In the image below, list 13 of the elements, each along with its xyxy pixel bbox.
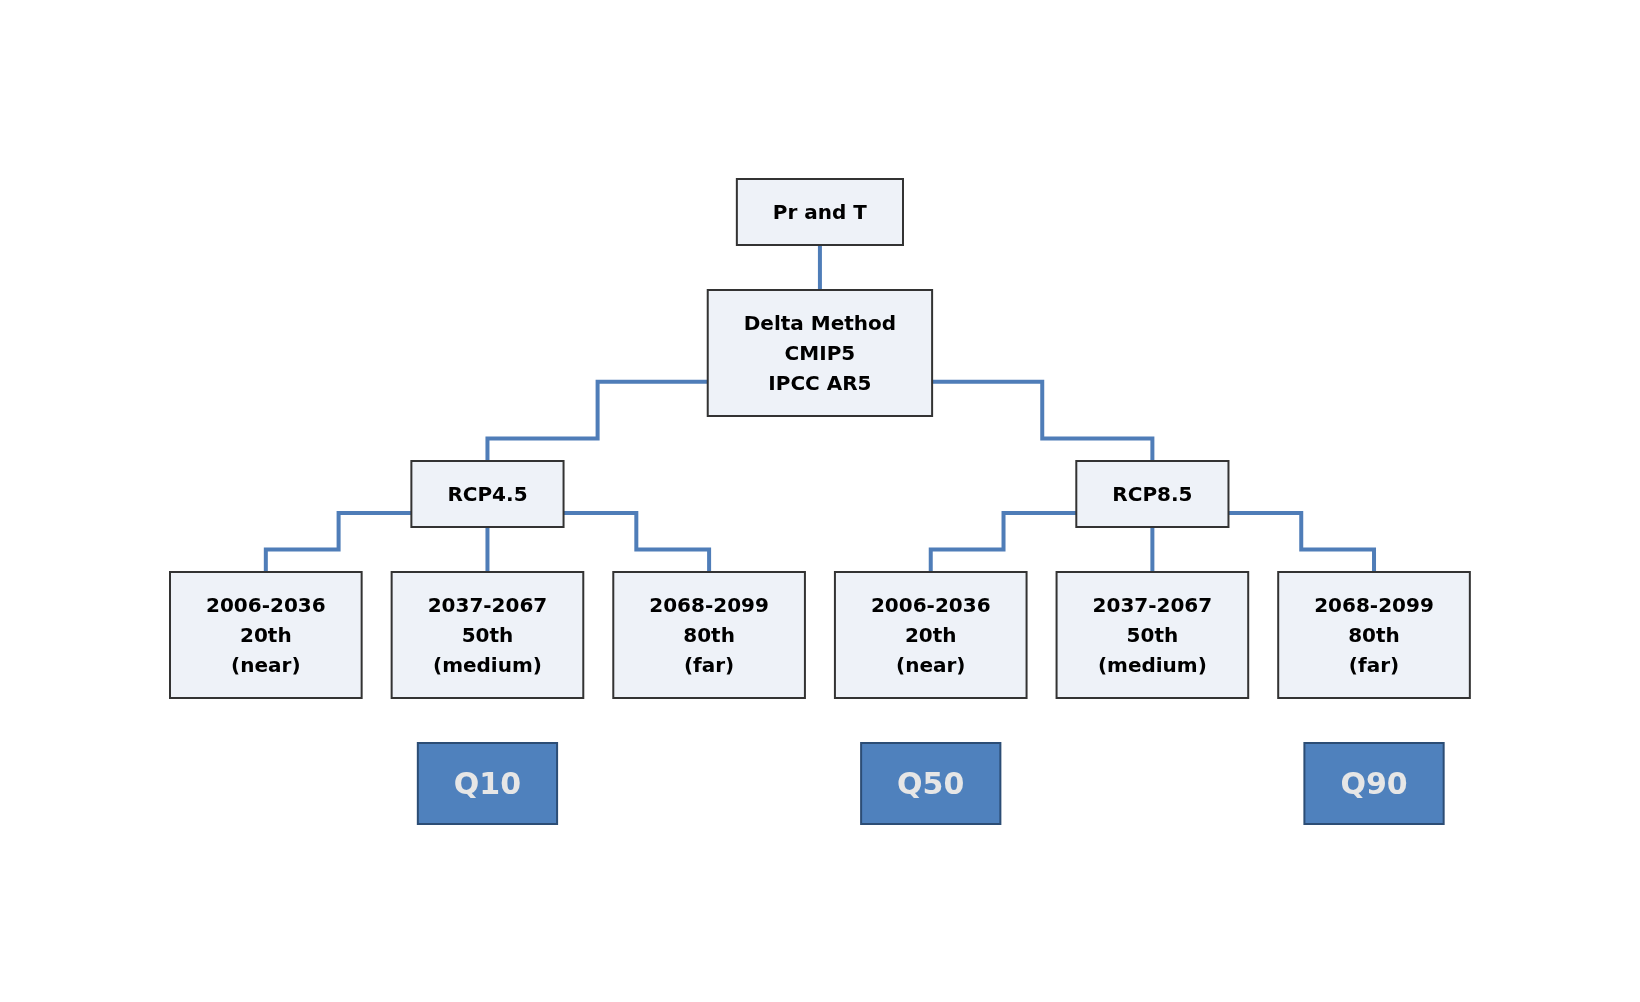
node-box: 2068-2099 80th (far) <box>612 570 806 699</box>
node-box: 2006-2036 20th (near) <box>834 570 1028 699</box>
node-box: Q50 <box>860 741 1002 825</box>
node-box: Delta Method CMIP5 IPCC AR5 <box>706 288 934 417</box>
node-box: RCP4.5 <box>410 459 565 528</box>
node-box: Pr and T <box>735 177 905 246</box>
node-box: 2037-2067 50th (medium) <box>1055 570 1250 699</box>
node-box: 2037-2067 50th (medium) <box>390 570 585 699</box>
node-box: Q10 <box>416 741 559 825</box>
node-box: 2068-2099 80th (far) <box>1277 570 1471 699</box>
node-box: Q90 <box>1303 741 1445 825</box>
node-box: RCP8.5 <box>1075 459 1230 528</box>
node-box: 2006-2036 20th (near) <box>169 570 363 699</box>
